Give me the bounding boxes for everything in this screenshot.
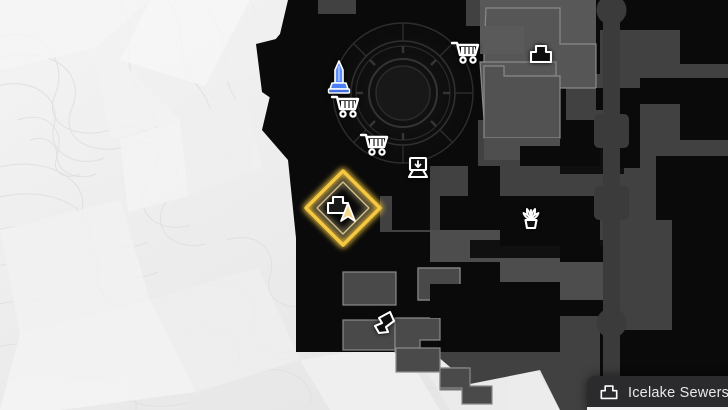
region-label-text: Icelake Sewers <box>628 384 728 401</box>
shopping-cart-icon <box>330 95 360 118</box>
shopping-cart-icon <box>450 41 480 64</box>
sewer-entrance-icon <box>600 385 618 400</box>
obelisk-monument-icon <box>327 60 351 94</box>
vertical-aqueduct <box>594 0 629 410</box>
sewer-entrance-icon <box>529 44 553 64</box>
herb-plant-icon <box>522 208 540 230</box>
fang-shard-icon <box>373 310 396 335</box>
region-label-panel: Icelake Sewers <box>587 376 728 410</box>
diamond-selection-ring[interactable] <box>304 169 382 247</box>
shopping-cart-icon <box>359 133 389 156</box>
player-arrow-icon <box>340 202 356 222</box>
workbench-icon <box>407 156 429 179</box>
